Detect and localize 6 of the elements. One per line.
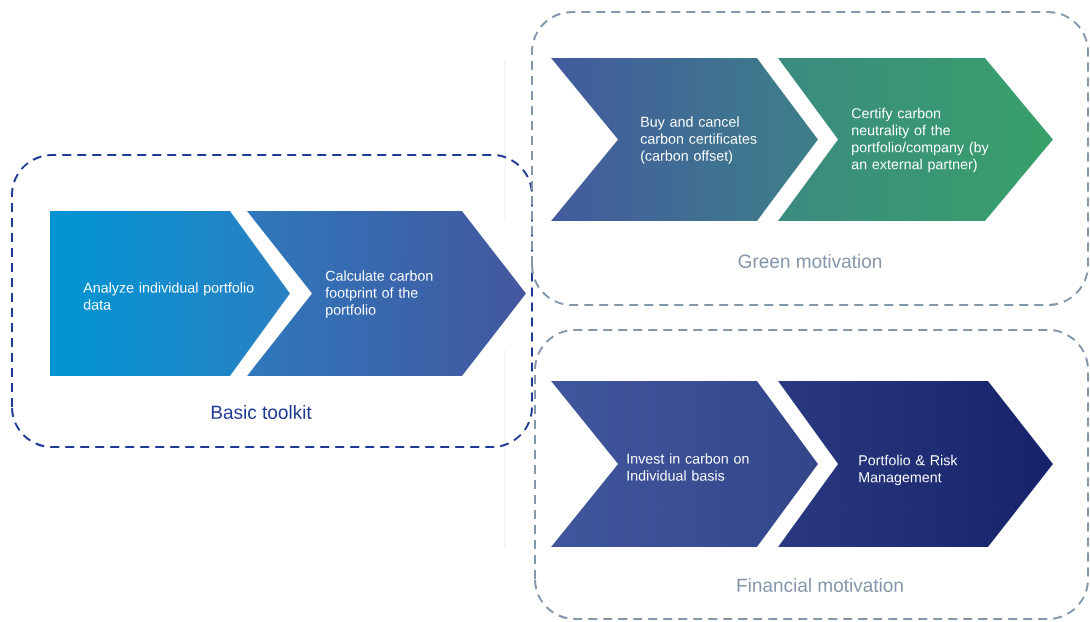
chevron-step: Analyze individual portfolio data (83, 282, 254, 310)
chevron-step: Certify carbon neutrality of the portfolio/company (by an external partner) (851, 107, 989, 173)
chevron-step: Portfolio & Risk Management (859, 454, 958, 486)
chevron-step: Buy and cancel carbon certificates (carbon offset) (640, 116, 757, 164)
chevron-step: Calculate carbon footprint of the portfolio (325, 270, 433, 318)
chevron-step: Invest in carbon on Individual basis (627, 453, 749, 481)
